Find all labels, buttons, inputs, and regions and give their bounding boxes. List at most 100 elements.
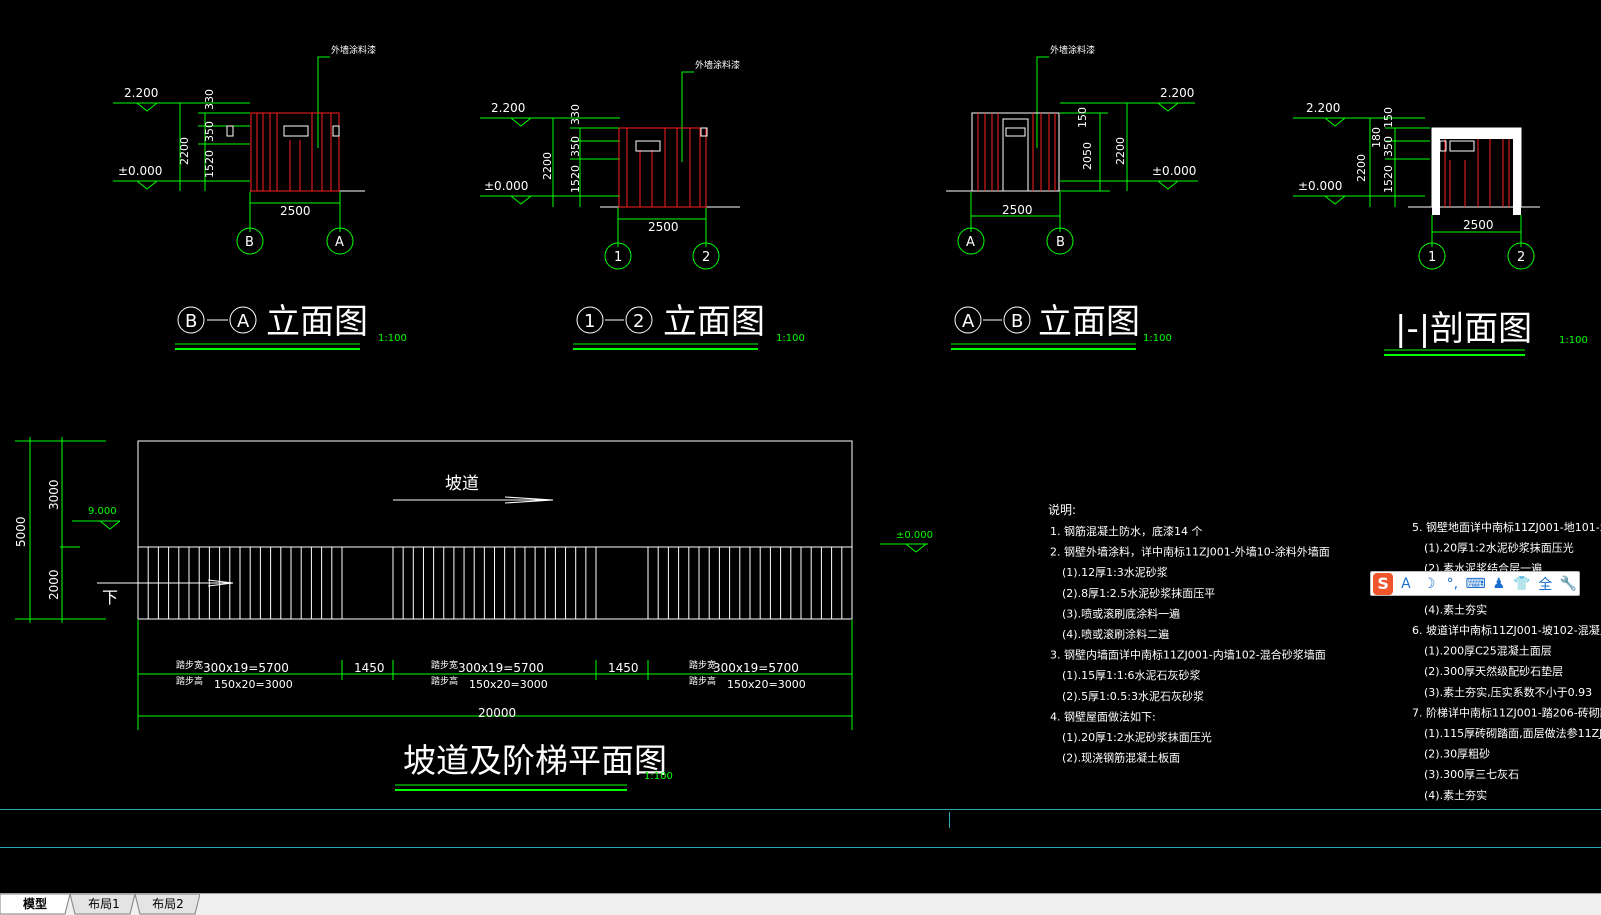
ime-toolbar[interactable]: S A ☽ °, ⌨ ♟ 👕 全 🔧	[1370, 571, 1580, 596]
note-line: 1. 钢筋混凝土防水，底漆14 个	[1050, 524, 1203, 538]
note-line: (4).喷或滚刷涂料二遍	[1062, 627, 1169, 641]
ime-lang-icon[interactable]: A	[1401, 575, 1411, 592]
note-line: (2).现浇钢筋混凝土板面	[1062, 751, 1180, 765]
elev-ba-dim-330: 330	[203, 89, 216, 110]
title-ba-text: 立面图	[266, 302, 368, 342]
ime-user-icon[interactable]: ♟	[1492, 575, 1506, 592]
elev-12-zero-label: ±0.000	[484, 179, 528, 193]
seg2-riser: 150x20=3000	[469, 678, 548, 691]
note-line: 2. 钢壁外墙涂料，详中南标11ZJ001-外墙10-涂料外墙面	[1050, 545, 1330, 559]
sec-dim-150: 150	[1382, 107, 1395, 128]
note-line: 5. 钢壁地面详中南标11ZJ001-地101-水泥砂浆地面	[1412, 520, 1601, 534]
note-line: 7. 阶梯详中南标11ZJ001-踏206-砖砌踏步	[1412, 705, 1601, 719]
title-12-scale: 1:100	[776, 333, 805, 344]
sec-width: 2500	[1463, 218, 1494, 232]
plan-title: 坡道及阶梯平面图	[403, 741, 667, 780]
elev-ba-note: 外墙涂料漆	[331, 44, 376, 56]
axis-b-2: B	[1056, 235, 1065, 250]
ime-punct-icon[interactable]: °,	[1446, 575, 1459, 592]
command-line[interactable]	[0, 847, 1601, 894]
ime-moon-icon[interactable]: ☽	[1422, 575, 1436, 592]
plan-view	[15, 437, 928, 791]
elev-ab-dim-2050: 2050	[1081, 142, 1094, 170]
seg3-tread-label: 踏步宽	[689, 659, 716, 671]
gap2: 1450	[608, 661, 639, 675]
note-line: (2).30厚粗砂	[1424, 748, 1490, 761]
note-line: (1).12厚1:3水泥砂浆	[1062, 565, 1168, 579]
elev-ba-dim-1520: 1520	[203, 150, 216, 178]
axis-2: 2	[702, 250, 710, 265]
axis-b: B	[245, 235, 254, 250]
elev-12-width: 2500	[648, 220, 679, 234]
seg2-tread-label: 踏步宽	[431, 659, 458, 671]
drawing-canvas[interactable]: 2.200 ±0.000 2500 B A 外墙涂料漆 330 350 1520…	[0, 0, 1601, 809]
ime-logo-icon[interactable]: S	[1373, 572, 1394, 595]
sec-axis-2: 2	[1517, 250, 1525, 265]
note-line: (2).5厚1:0.5:3水泥石灰砂浆	[1062, 689, 1204, 703]
seg2-tread: 300x19=5700	[458, 661, 544, 675]
tab-layout2[interactable]: 布局2	[152, 897, 184, 911]
elevation-ba-body	[226, 112, 340, 192]
command-history[interactable]	[0, 809, 1601, 848]
sec-dim-180: 180	[1370, 127, 1383, 148]
notes-heading: 说明:	[1048, 502, 1076, 517]
elevation-ab-body	[971, 112, 1060, 192]
note-line: (3).喷或滚刷底涂料一遍	[1062, 606, 1180, 620]
elev-ab-note: 外墙涂料漆	[1050, 44, 1095, 56]
note-line: (4).素土夯实	[1424, 788, 1487, 802]
elev-12-note: 外墙涂料漆	[695, 59, 740, 71]
elev-ba-top-label: 2.200	[124, 86, 158, 100]
ime-full-width-icon[interactable]: 全	[1538, 576, 1553, 593]
seg1-riser-label: 踏步高	[176, 675, 203, 687]
elevation-1-2-body	[618, 127, 708, 208]
notes: 说明: 1. 钢筋混凝土防水，底漆14 个 2. 钢壁外墙涂料，详中南标11ZJ0…	[1048, 502, 1601, 802]
seg1-tread-label: 踏步宽	[176, 659, 203, 671]
elev-12-dim-1520: 1520	[569, 165, 582, 193]
plan-dim-2000: 2000	[47, 569, 61, 600]
title-ab-circle2: B	[1011, 311, 1023, 332]
title-ba: B A 立面图 1:100	[175, 302, 407, 350]
tab-model[interactable]: 模型	[22, 897, 47, 911]
elev-ba-width: 2500	[280, 204, 311, 218]
seg1-tread: 300x19=5700	[203, 661, 289, 675]
ime-settings-icon[interactable]: 🔧	[1559, 575, 1578, 592]
title-12-circle1: 1	[584, 311, 595, 332]
title-ba-circle2: A	[237, 311, 250, 332]
elev-ab-zero-label: ±0.000	[1152, 164, 1196, 178]
elev-12-dim-2200: 2200	[541, 152, 554, 180]
note-line: (1).20厚1:2水泥砂浆抹面压光	[1424, 541, 1574, 555]
note-line: 4. 钢壁屋面做法如下:	[1050, 709, 1156, 723]
seg3-riser: 150x20=3000	[727, 678, 806, 691]
title-ab-circle1: A	[962, 311, 975, 332]
tab-layout1[interactable]: 布局1	[88, 897, 120, 911]
note-line: (3).300厚三七灰石	[1424, 767, 1519, 781]
layout-tabbar: 模型 布局1 布局2	[0, 893, 1601, 915]
elev-ab-top-label: 2.200	[1160, 86, 1194, 100]
note-line: (1).115厚砖砌踏面,面层做法参11ZJ901	[1424, 726, 1601, 740]
axis-1: 1	[614, 250, 622, 265]
elev-ab-dim-2200: 2200	[1114, 137, 1127, 165]
elevation-ab	[946, 56, 1198, 255]
ramp-label: 坡道	[445, 474, 479, 494]
seg1-riser: 150x20=3000	[214, 678, 293, 691]
plan-total: 20000	[478, 706, 516, 720]
elev-ba-zero-label: ±0.000	[118, 164, 162, 178]
elev-ab-dim-150: 150	[1076, 107, 1089, 128]
elev-ba-dim-350: 350	[203, 121, 216, 142]
title-ab: A B 立面图 1:100	[951, 302, 1172, 350]
title-ab-text: 立面图	[1038, 302, 1140, 342]
plan-title-scale: 1:100	[644, 771, 673, 782]
down-label: 下	[102, 588, 118, 607]
ime-keyboard-icon[interactable]: ⌨	[1465, 575, 1486, 592]
title-section-text: |-|剖面图	[1395, 309, 1532, 349]
elev-12-top-label: 2.200	[491, 101, 525, 115]
seg3-riser-label: 踏步高	[689, 675, 716, 687]
seg3-tread: 300x19=5700	[713, 661, 799, 675]
axis-a: A	[335, 235, 344, 250]
title-1-2: 1 2 立面图 1:100	[573, 302, 805, 350]
elev-12-dim-330: 330	[569, 104, 582, 125]
cursor-marker	[949, 812, 950, 828]
ime-skin-icon[interactable]: 👕	[1513, 575, 1531, 592]
plan-right-elev: ±0.000	[896, 530, 933, 541]
sec-zero-label: ±0.000	[1298, 179, 1342, 193]
